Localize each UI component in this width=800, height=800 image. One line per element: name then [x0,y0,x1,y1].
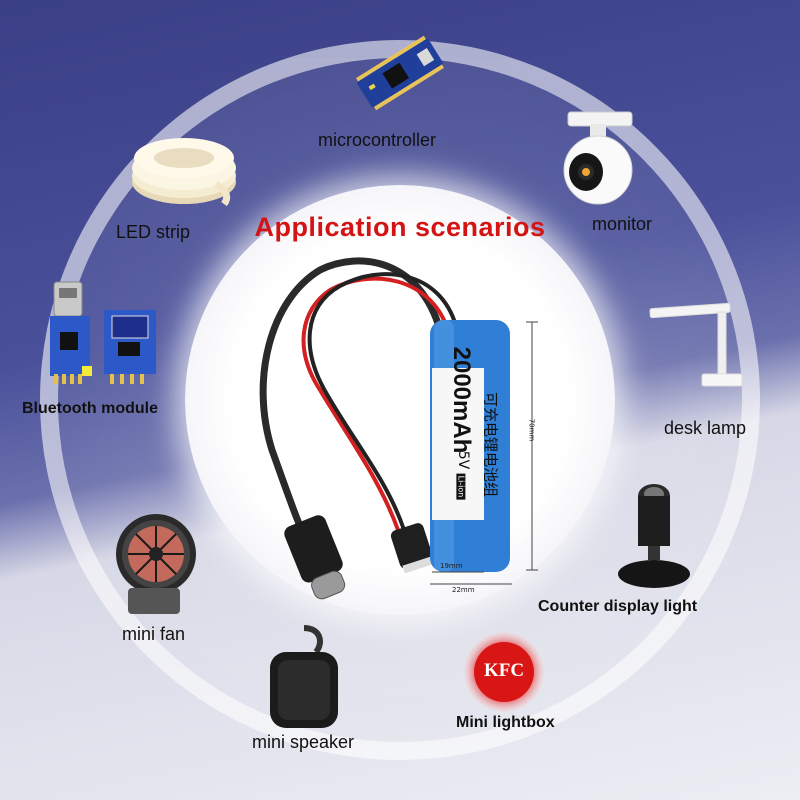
counter-display-light-icon [618,484,690,588]
monitor-label: monitor [592,214,653,234]
desk-lamp-icon [649,302,743,387]
kfc-logo-text: KFC [483,660,525,681]
counter-display-light-label: Counter display light [538,598,698,615]
mini-fan-label: mini fan [122,624,186,644]
dimension-19: 19mm [440,562,463,570]
bluetooth-module-label: Bluetooth module [22,400,158,417]
dimension-lines [430,321,538,585]
mini-lightbox-icon [464,632,544,712]
led-strip-icon [132,138,236,207]
monitor-icon [563,111,633,205]
led-strip-label: LED strip [116,222,191,242]
desk-lamp-label: desk lamp [664,418,747,438]
mini-fan-icon [116,514,196,614]
page-title: Application scenarios [254,212,546,242]
microcontroller-label: microcontroller [318,130,437,150]
mini-speaker-label: mini speaker [252,732,355,752]
microcontroller-icon [356,35,444,111]
battery-icon [430,320,510,572]
mini-lightbox-label: Mini lightbox [456,714,555,731]
dimension-22: 22mm [452,586,475,594]
bluetooth-module-icon [50,281,156,384]
mini-speaker-icon [270,625,338,728]
dimension-length: 70mm [527,418,536,442]
